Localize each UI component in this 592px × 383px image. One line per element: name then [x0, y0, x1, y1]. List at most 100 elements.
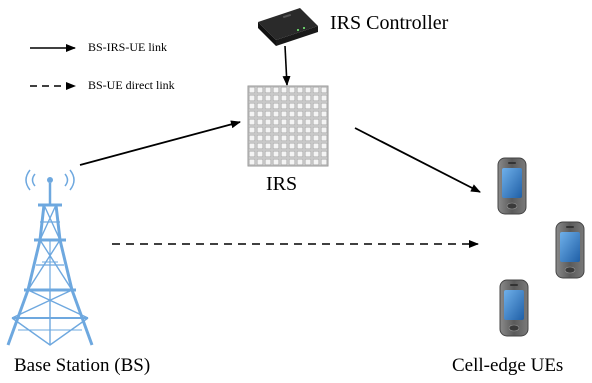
irs-element	[264, 142, 272, 150]
irs-element	[248, 94, 256, 102]
irs-element	[304, 126, 312, 134]
irs-element	[256, 134, 264, 142]
irs-element	[312, 86, 320, 94]
irs-element	[320, 142, 328, 150]
irs-element	[264, 158, 272, 166]
irs-element	[304, 158, 312, 166]
irs-element	[256, 102, 264, 110]
irs-element	[304, 134, 312, 142]
irs-element	[272, 86, 280, 94]
irs-element	[280, 102, 288, 110]
irs-element	[272, 134, 280, 142]
irs-element	[272, 126, 280, 134]
irs-element	[304, 86, 312, 94]
irs-element	[256, 150, 264, 158]
irs-element	[288, 110, 296, 118]
irs-element	[256, 110, 264, 118]
irs-element	[296, 102, 304, 110]
irs-element	[248, 102, 256, 110]
irs-element	[256, 142, 264, 150]
irs-element	[256, 94, 264, 102]
irs-element	[280, 150, 288, 158]
irs-element	[264, 110, 272, 118]
irs-element	[256, 126, 264, 134]
phone-icon	[497, 157, 527, 215]
irs-element	[256, 86, 264, 94]
phone-icon	[555, 221, 585, 279]
irs-element	[296, 158, 304, 166]
irs-panel-icon	[247, 85, 329, 167]
irs-element	[288, 150, 296, 158]
irs-element	[288, 134, 296, 142]
irs-element	[280, 142, 288, 150]
irs-element	[288, 142, 296, 150]
irs-element	[280, 158, 288, 166]
bs-label: Base Station (BS)	[14, 355, 151, 376]
irs-element	[248, 118, 256, 126]
irs-element	[248, 134, 256, 142]
irs-element	[288, 118, 296, 126]
irs-element	[296, 150, 304, 158]
irs-to-ue-link	[354, 127, 481, 193]
irs-element	[304, 150, 312, 158]
irs-element	[288, 158, 296, 166]
irs-label: IRS	[266, 173, 298, 195]
router-icon	[258, 8, 318, 46]
irs-element	[304, 118, 312, 126]
irs-element	[296, 126, 304, 134]
irs-element	[248, 150, 256, 158]
irs-element	[288, 126, 296, 134]
irs-element	[312, 126, 320, 134]
irs-element	[288, 86, 296, 94]
legend-solid-label: BS-IRS-UE link	[88, 40, 168, 54]
irs-element	[272, 150, 280, 158]
controller-to-irs-arrow	[282, 45, 291, 86]
irs-element	[320, 86, 328, 94]
irs-element	[312, 158, 320, 166]
irs-element	[312, 110, 320, 118]
tower-icon	[6, 169, 94, 346]
phone-icon	[499, 279, 529, 337]
irs-element	[272, 94, 280, 102]
irs-element	[320, 150, 328, 158]
irs-element	[248, 110, 256, 118]
irs-element	[272, 142, 280, 150]
irs-element	[288, 102, 296, 110]
irs-element	[280, 110, 288, 118]
irs-element	[320, 110, 328, 118]
irs-element	[264, 86, 272, 94]
irs-element	[296, 118, 304, 126]
irs-element	[248, 86, 256, 94]
irs-element	[312, 150, 320, 158]
irs-element	[272, 118, 280, 126]
irs-element	[312, 142, 320, 150]
irs-element	[264, 118, 272, 126]
irs-element	[280, 94, 288, 102]
irs-element	[320, 158, 328, 166]
irs-element	[280, 134, 288, 142]
irs-element	[304, 142, 312, 150]
bs-to-irs-link	[79, 120, 241, 166]
irs-element	[256, 158, 264, 166]
irs-element	[320, 118, 328, 126]
irs-element	[280, 118, 288, 126]
irs-element	[264, 94, 272, 102]
irs-element	[312, 102, 320, 110]
irs-element	[296, 94, 304, 102]
irs-element	[280, 126, 288, 134]
irs-element	[272, 110, 280, 118]
irs-element	[248, 126, 256, 134]
irs-element	[312, 94, 320, 102]
irs-element	[288, 94, 296, 102]
irs-element	[264, 102, 272, 110]
irs-element	[248, 142, 256, 150]
irs-element	[320, 102, 328, 110]
irs-element	[296, 110, 304, 118]
irs-element	[256, 118, 264, 126]
irs-element	[304, 102, 312, 110]
irs-element	[296, 142, 304, 150]
irs-element	[320, 134, 328, 142]
irs-element	[320, 126, 328, 134]
controller-label: IRS Controller	[330, 12, 449, 34]
irs-element	[312, 134, 320, 142]
